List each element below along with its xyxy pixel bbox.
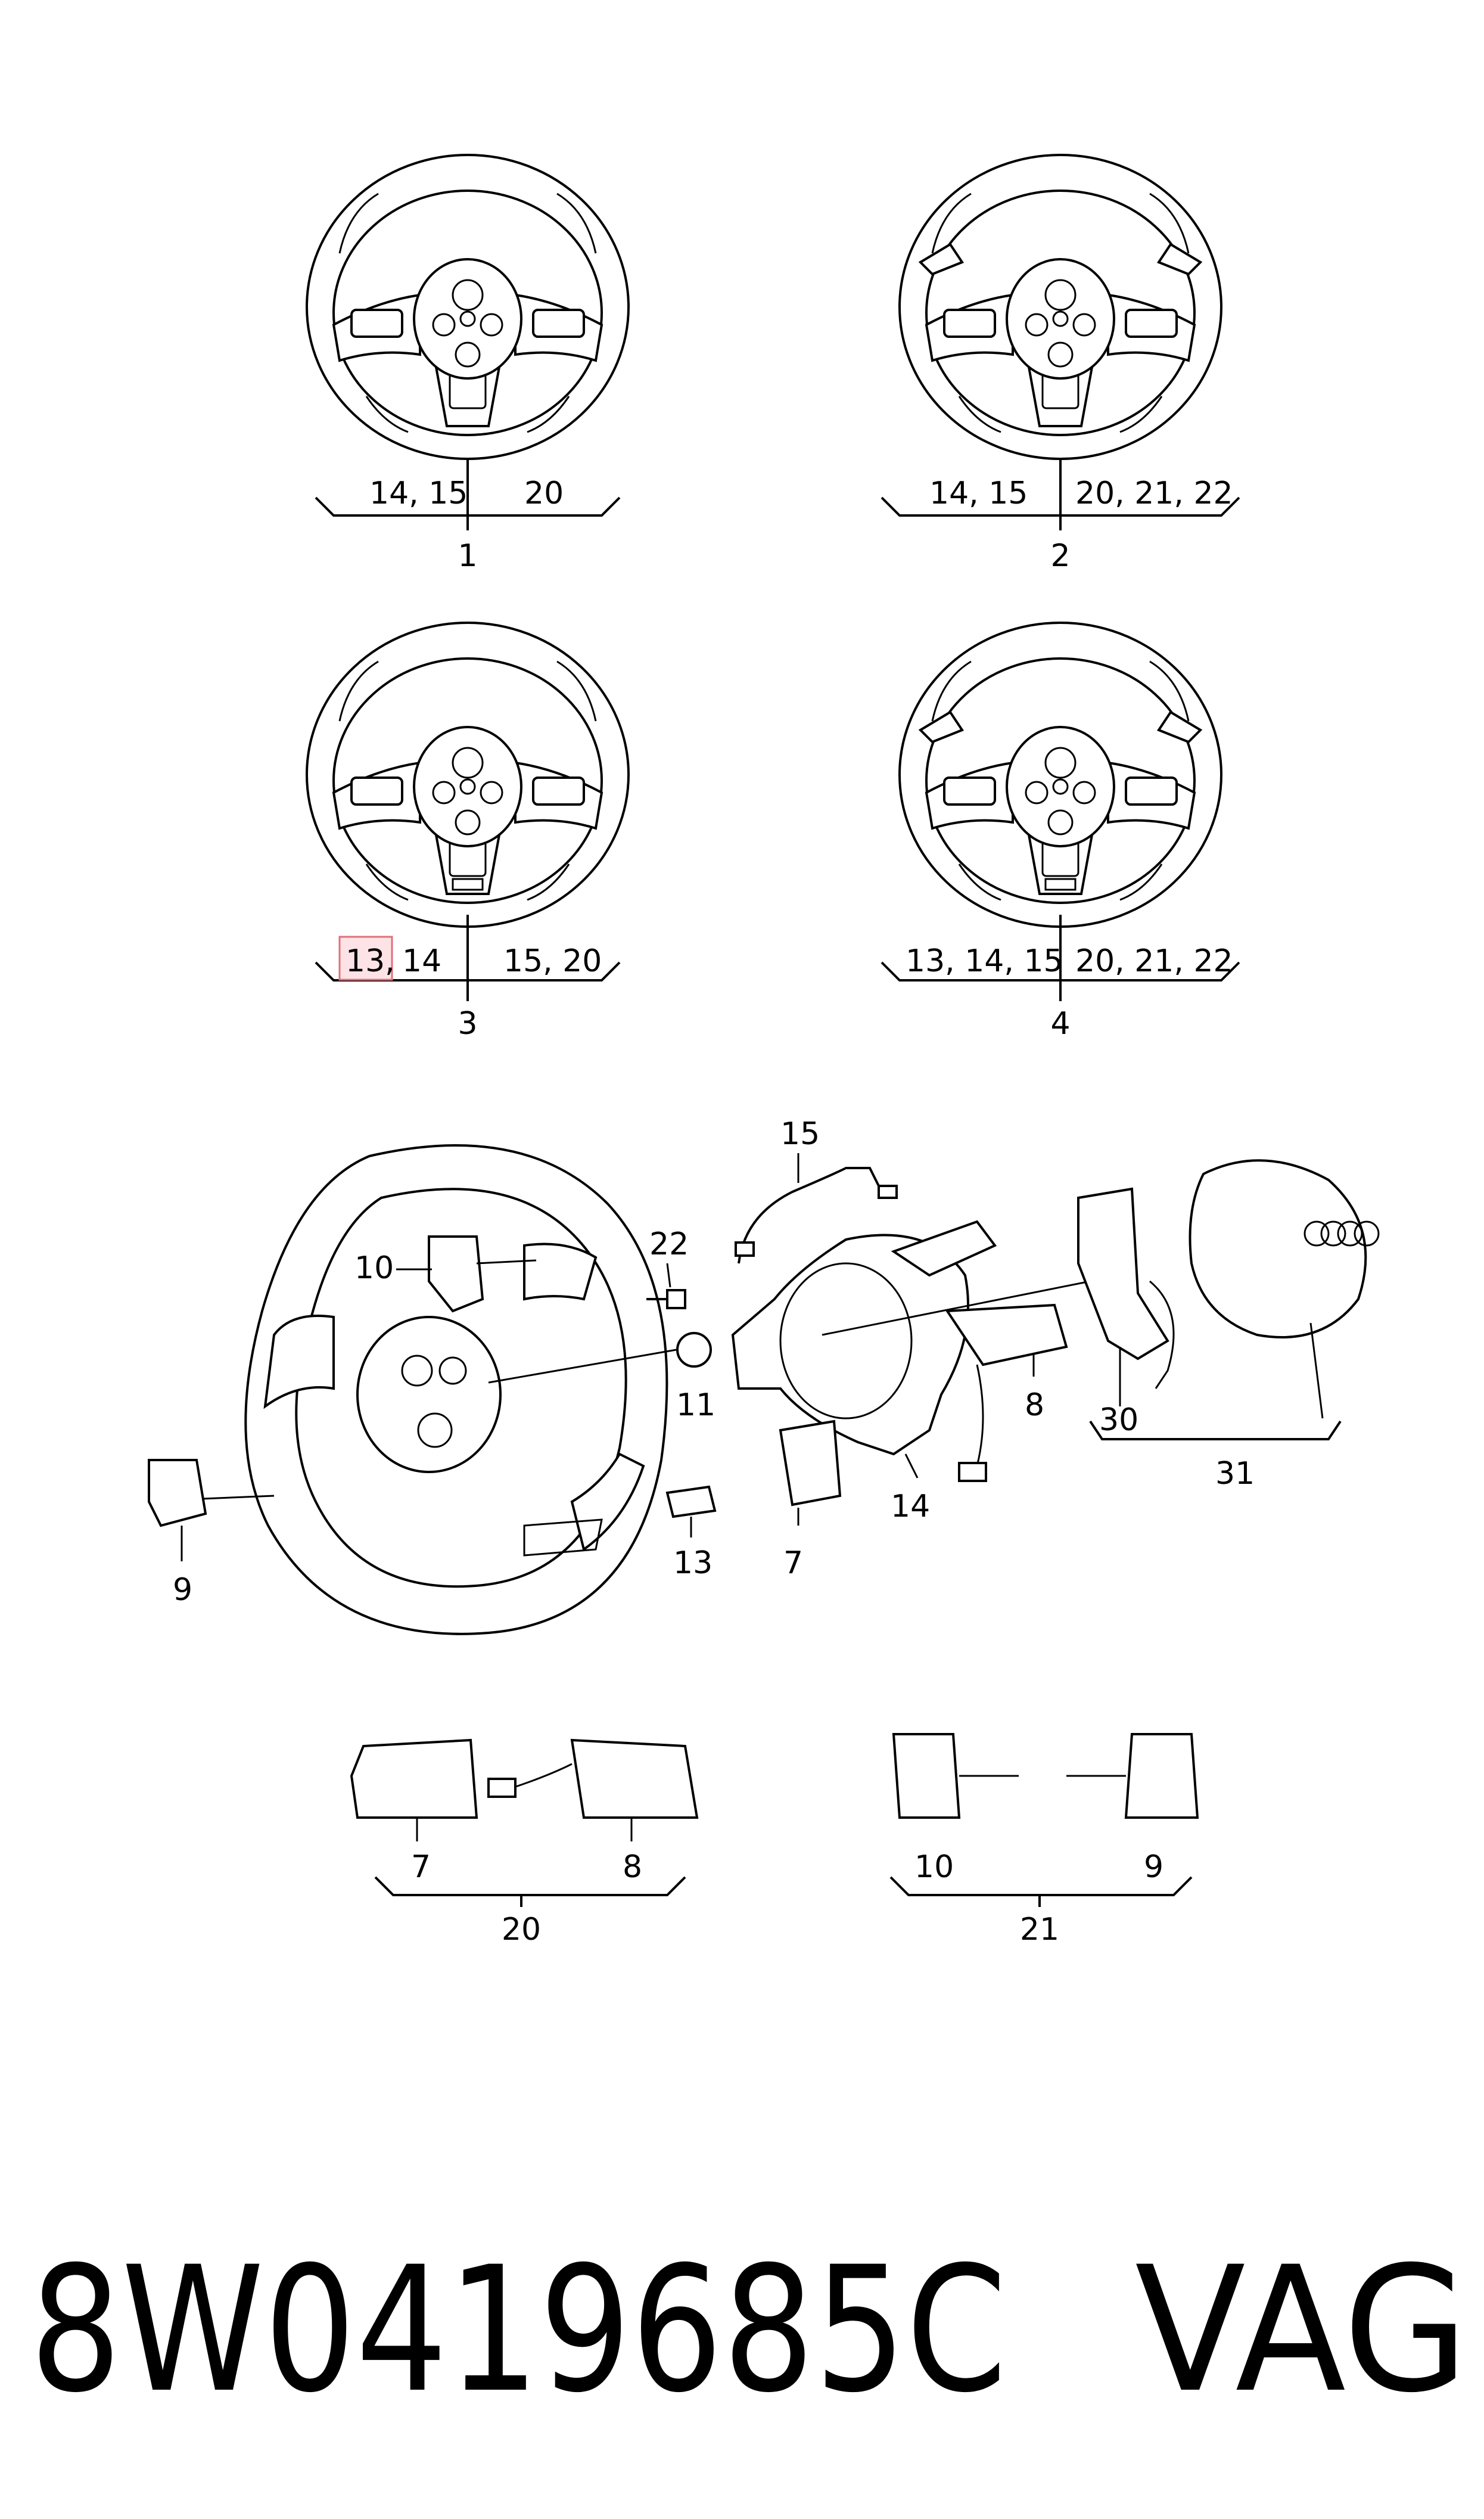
callout-9: 9 [173,1572,192,1608]
callout-11: 11 [676,1387,715,1423]
switch-8-drawing [945,1303,1068,1366]
bolt-11-drawing [676,1332,712,1368]
switch-7-drawing [779,1420,842,1507]
wheel-3-highlighted-ref: 13, [346,943,395,979]
module-30-drawing [1077,1187,1169,1361]
airbag-drawing [1189,1159,1367,1338]
group-21-label: 21 [1020,1912,1059,1948]
callout-2: 2 [1050,538,1070,574]
callout-22: 22 [649,1226,689,1262]
wheel-1-left-refs: 14, 15 [369,476,468,511]
callout-13: 13 [673,1545,713,1581]
callout-8: 8 [1025,1387,1044,1423]
group-20-left: 7 [411,1849,431,1885]
callout-10: 10 [354,1250,394,1286]
wheel-3-right-refs: 15, 20 [503,943,602,979]
wheel-2-right-refs: 20, 21, 22 [1075,476,1233,511]
group-21-right: 9 [1144,1849,1163,1885]
wheel-1-right-refs: 20 [524,476,564,511]
screw-22-drawing [666,1289,686,1309]
steering-wheel-2-drawing [898,154,1222,460]
paddle-10-group-drawing [892,1733,961,1819]
group-20-label: 20 [502,1912,541,1948]
callout-14: 14 [891,1489,930,1524]
callout-3: 3 [458,1006,477,1042]
callout-1: 1 [458,538,477,574]
badge-13-drawing [665,1485,717,1518]
wheel-2-left-refs: 14, 15 [929,476,1028,511]
group-20-right: 8 [623,1849,642,1885]
four-rings-logo [1303,1220,1380,1247]
paddle-10-drawing [428,1235,484,1313]
callout-7: 7 [783,1545,803,1581]
s-badge-icon [1044,878,1077,891]
brand-label: VAG [1135,2230,1469,2431]
s-badge-icon [452,878,484,891]
wiring-15-drawing [738,1167,883,1264]
steering-wheel-3-drawing [306,622,630,928]
wheel-4-right-refs: 20, 21, 22 [1075,943,1233,979]
switch-8-group-drawing [570,1738,699,1819]
callout-15: 15 [780,1116,820,1152]
part-number: 8W0419685C [30,2230,1007,2431]
paddle-9-drawing [148,1459,207,1527]
callout-30: 30 [1099,1402,1138,1438]
group-21-left: 10 [914,1849,954,1885]
steering-wheel-4-drawing [898,622,1222,928]
switch-7-group-drawing [350,1738,478,1819]
callout-31: 31 [1215,1456,1255,1492]
highlight-box [338,936,393,981]
steering-wheel-1-drawing [306,154,630,460]
wheel-4-left-refs: 13, 14, 15 [906,943,1063,979]
callout-4: 4 [1050,1006,1070,1042]
exploded-wheel-drawing [244,1144,668,1635]
paddle-9-group-drawing [1124,1733,1199,1819]
wheel-3-left-refs: 14 [402,943,441,979]
